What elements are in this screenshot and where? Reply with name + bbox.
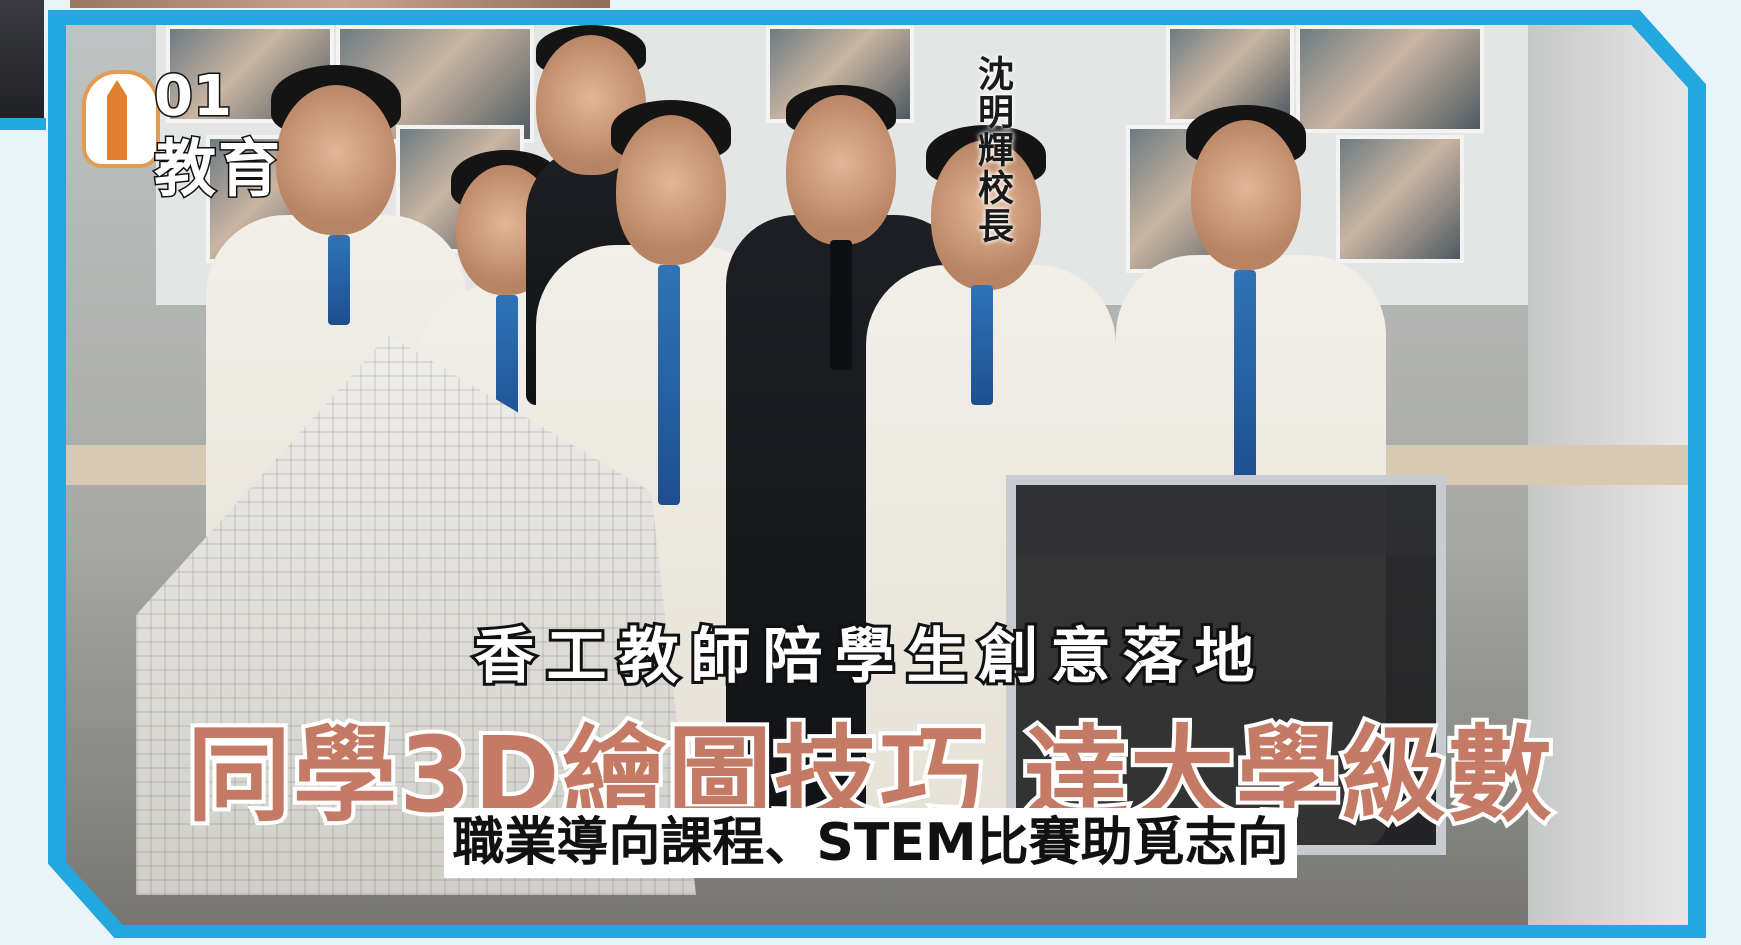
article-photo[interactable] [66,25,1688,925]
student-face [276,85,396,235]
principal-face [786,95,896,245]
wall-photo [1296,25,1484,133]
student-tie [971,285,993,405]
student-face [616,115,726,265]
hk01-education-logo: 01 教育 [82,63,292,210]
adjacent-thumbnail-left-accent [0,118,46,130]
student-tie [658,265,680,505]
principal-name-caption: 沈明輝校長 [972,55,1013,245]
headline-kicker: 香工教師陪學生創意落地 [472,619,1267,695]
subhead-container: 職業導向課程、STEM比賽助覓志向 [0,808,1741,878]
logo-number: 01 [153,63,234,131]
student-face [1191,120,1301,270]
logo-word: 教育 [152,131,283,207]
student-tie [496,295,518,435]
student-face [931,140,1041,290]
principal-tie [830,240,852,370]
pencil-icon [107,80,127,160]
wall-photo [1336,135,1464,263]
student-tie [1234,270,1256,480]
glass-display-case [1006,475,1446,855]
student-tie [328,235,350,325]
adjacent-thumbnail-left[interactable] [0,0,44,125]
headline-subhead: 職業導向課程、STEM比賽助覓志向 [444,808,1297,878]
adjacent-thumbnail-top[interactable] [70,0,610,8]
